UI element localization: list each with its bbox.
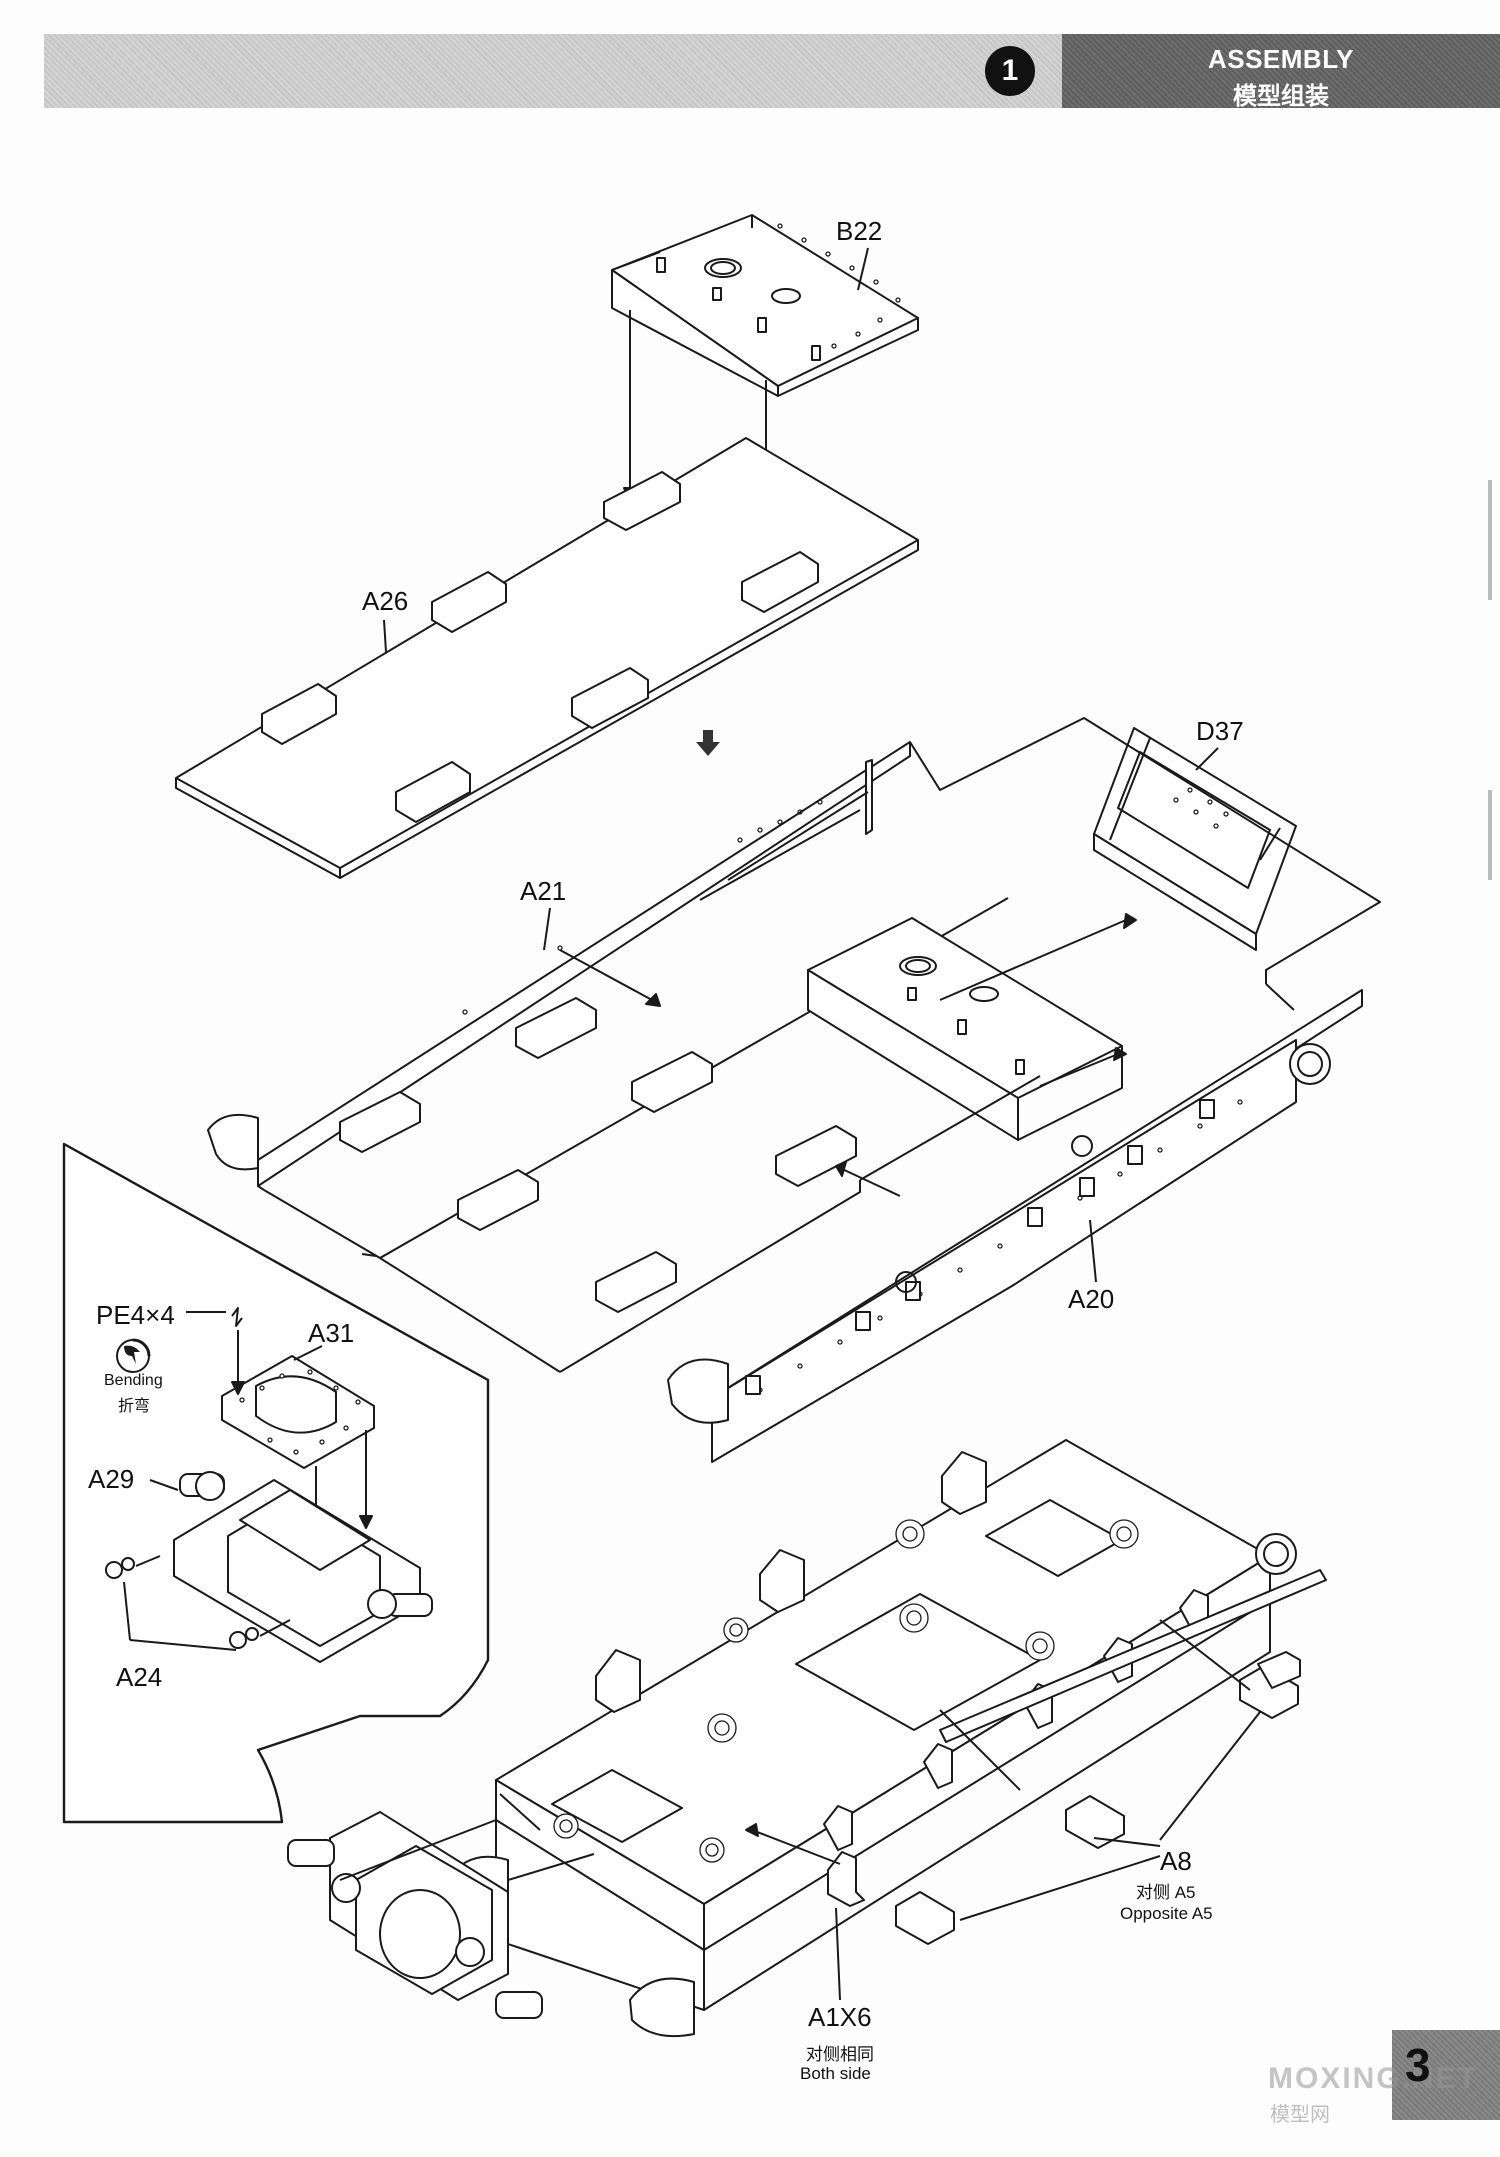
bending-icon: [116, 1338, 151, 1373]
note-bending-en: Bending: [104, 1372, 163, 1389]
label-a26: A26: [362, 586, 409, 616]
label-b22: B22: [836, 216, 883, 246]
scan-edge-mark: [1488, 790, 1492, 880]
down-arrow-icon: [696, 730, 720, 756]
note-both-cn: 对侧相同: [806, 2045, 874, 2064]
label-a24: A24: [116, 1662, 163, 1692]
part-a1-bracket: [827, 1851, 865, 1907]
part-transmission-unit: [287, 1811, 543, 2019]
label-a29: A29: [88, 1464, 135, 1494]
note-opposite-en: Opposite A5: [1120, 1904, 1213, 1923]
scan-edge-mark: [1488, 480, 1492, 600]
page-number-box: [1392, 2030, 1500, 2120]
assembly-title-box: ASSEMBLY 模型组装: [1062, 34, 1500, 110]
step-number-badge: 1: [985, 46, 1035, 96]
part-lower-chassis: [447, 1439, 1327, 2038]
page-number: 3: [1405, 2039, 1431, 2091]
watermark-text: MOXING.NET: [1268, 2062, 1479, 2095]
note-opposite-cn: 对侧 A5: [1136, 1883, 1196, 1902]
part-a26-floor: [175, 437, 919, 879]
label-a8: A8: [1160, 1846, 1192, 1876]
label-a31: A31: [308, 1318, 355, 1348]
part-a31-cover: [221, 1355, 375, 1469]
note-both-en: Both side: [800, 2064, 871, 2083]
label-a20: A20: [1068, 1284, 1115, 1314]
part-a29-housing: [173, 1471, 433, 1663]
part-a24-shackles: [105, 1555, 291, 1649]
part-b22-plate: [611, 214, 919, 397]
label-a21: A21: [520, 876, 567, 906]
title-chinese: 模型组装: [1233, 83, 1329, 110]
note-bending-cn: 折弯: [118, 1398, 151, 1415]
part-pe4: [231, 1307, 243, 1327]
part-a8-suspension-arms: [895, 1651, 1301, 1945]
part-hull-floor: [263, 897, 1009, 1373]
label-pe4x4: PE4×4: [96, 1300, 175, 1330]
label-d37: D37: [1196, 716, 1244, 746]
label-a1x6: A1X6: [808, 2002, 872, 2032]
part-b22-installed: [807, 917, 1123, 1141]
title-english: ASSEMBLY: [1207, 44, 1355, 74]
header-band: [44, 34, 1062, 108]
watermark-text-cn: 模型网: [1270, 2104, 1330, 2126]
part-d37-bulkhead: [1093, 727, 1297, 951]
part-a20-hull-side: [667, 989, 1363, 1463]
